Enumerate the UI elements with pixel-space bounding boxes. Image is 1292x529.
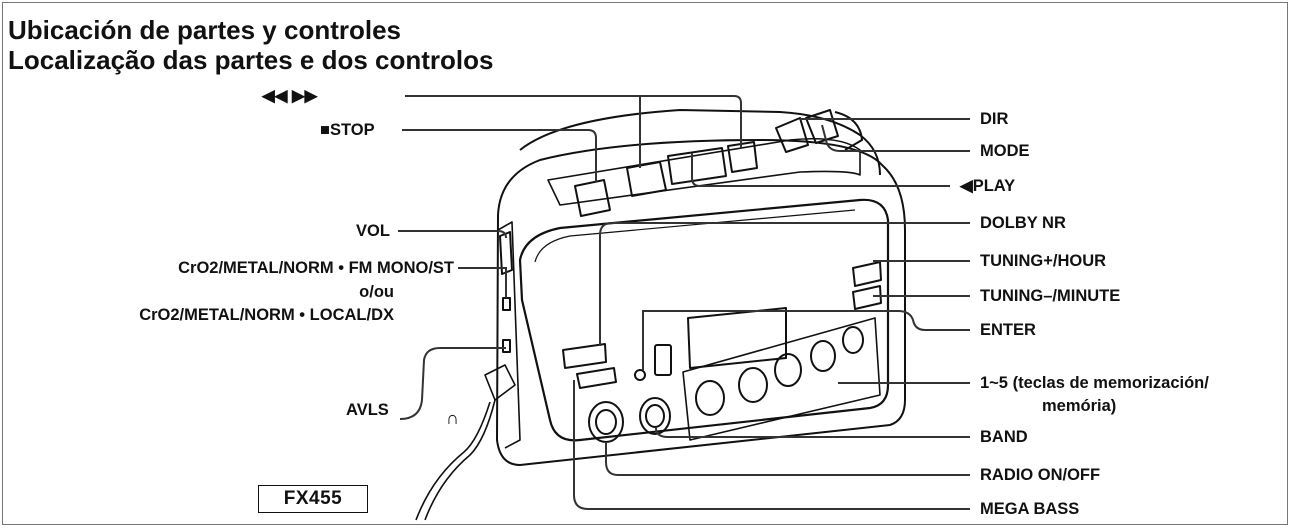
label-presets: 1~5 (teclas de memorización/ bbox=[980, 373, 1209, 393]
label-switch-local: CrO2/METAL/NORM • LOCAL/DX bbox=[139, 306, 394, 324]
stop-button bbox=[574, 179, 611, 217]
megabass-button bbox=[639, 397, 671, 435]
label-mode: MODE bbox=[980, 142, 1030, 160]
label-avls: AVLS bbox=[346, 401, 389, 419]
dolby-button bbox=[562, 343, 607, 369]
play-button bbox=[667, 147, 727, 185]
vol-wheel bbox=[499, 231, 513, 275]
label-presets-number: 1~5 bbox=[980, 374, 1008, 392]
rew-button bbox=[626, 161, 667, 197]
label-band: BAND bbox=[980, 428, 1028, 446]
label-tuning-minus: TUNING–/MINUTE bbox=[980, 287, 1121, 305]
enter-led bbox=[634, 369, 646, 381]
label-enter: ENTER bbox=[980, 321, 1036, 339]
label-switch-fm: CrO2/METAL/NORM • FM MONO/ST bbox=[178, 259, 454, 277]
label-play: ◀PLAY bbox=[960, 177, 1016, 195]
label-mega-bass: MEGA BASS bbox=[980, 500, 1080, 518]
label-or: o/ou bbox=[359, 283, 394, 301]
top-edge bbox=[519, 109, 881, 176]
label-tuning-plus: TUNING+/HOUR bbox=[980, 252, 1107, 270]
headphone-icon: ∩ bbox=[446, 408, 459, 428]
ff-button bbox=[727, 141, 758, 173]
switch-1 bbox=[502, 297, 511, 311]
band-small-button bbox=[576, 367, 617, 389]
title-portuguese: Localização das partes e dos controlos bbox=[8, 45, 494, 75]
label-dir: DIR bbox=[980, 110, 1009, 128]
indicator-window bbox=[654, 344, 672, 376]
title-spanish: Ubicación de partes y controles bbox=[8, 15, 402, 45]
lcd-display bbox=[687, 307, 787, 369]
front-panel bbox=[518, 198, 890, 442]
switch-2 bbox=[502, 339, 511, 353]
tuning-minus-button bbox=[852, 285, 882, 310]
radio-button bbox=[588, 401, 624, 443]
body-outline bbox=[496, 139, 906, 466]
model-badge: FX455 bbox=[258, 485, 368, 513]
label-stop: ■STOP bbox=[320, 121, 375, 139]
label-rew-ff: ◀◀ ▶▶ bbox=[262, 87, 318, 105]
label-presets-desc2: memória) bbox=[1042, 397, 1117, 415]
tuning-plus-button bbox=[852, 261, 882, 287]
label-radio-on-off: RADIO ON/OFF bbox=[980, 466, 1101, 484]
label-vol: VOL bbox=[356, 222, 390, 240]
label-dolby-nr: DOLBY NR bbox=[980, 214, 1066, 232]
label-presets-desc: (teclas de memorización/ bbox=[1012, 374, 1209, 392]
